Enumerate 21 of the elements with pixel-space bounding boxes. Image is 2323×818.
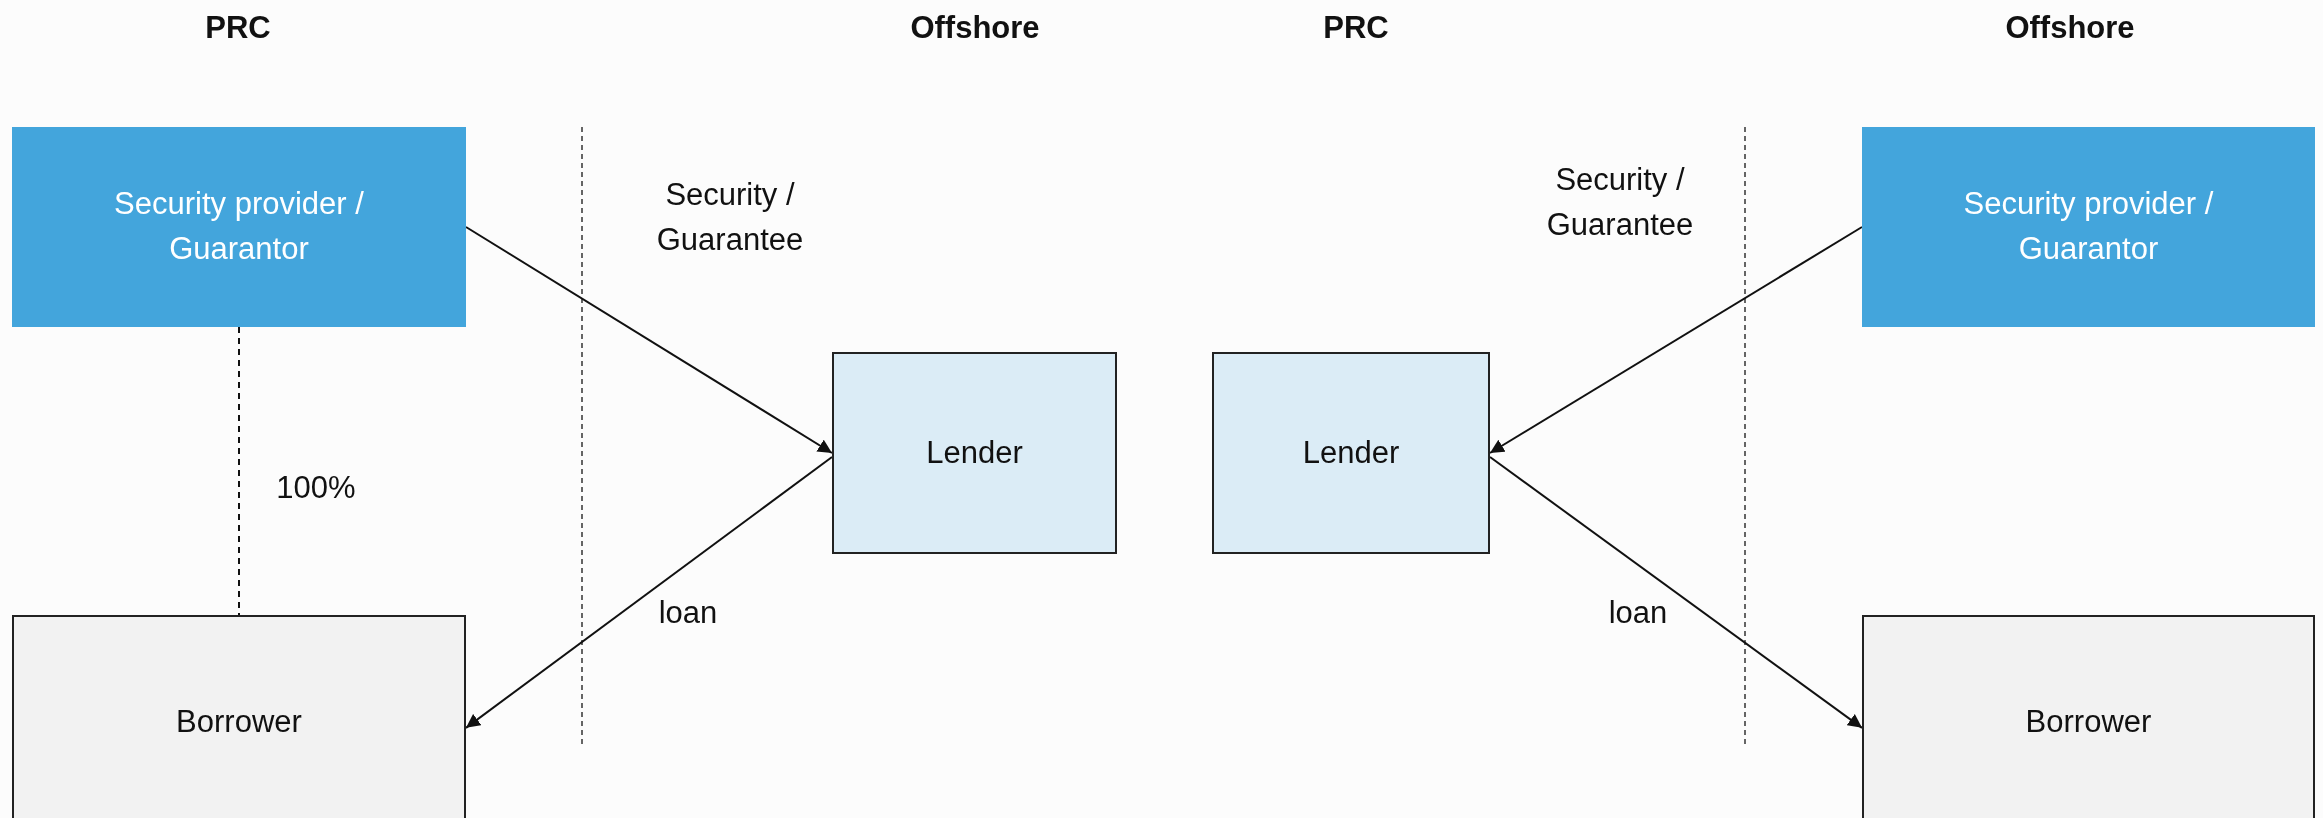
arrow [1489, 226, 1863, 454]
arrow [465, 456, 833, 729]
borrower-box [1862, 615, 2315, 818]
borrower-box [12, 615, 466, 818]
guarantor-box [1862, 127, 2315, 327]
region-heading: Offshore [910, 10, 1040, 46]
lender-box [832, 352, 1117, 554]
node-text: Lender [1301, 433, 1401, 472]
arrow [1489, 456, 1863, 729]
arrow [465, 226, 833, 454]
node-text: Borrower [175, 703, 303, 742]
region-heading: PRC [1323, 10, 1389, 46]
region-heading: Offshore [2005, 10, 2135, 46]
lender-box [1212, 352, 1490, 554]
node-text: Security provider / Guarantor [1962, 185, 2215, 268]
node-text: Borrower [2024, 703, 2153, 742]
node-text: Lender [925, 433, 1024, 472]
guarantor-box [12, 127, 466, 327]
node-text: Security provider / Guarantor [113, 185, 365, 268]
dashed-line [238, 326, 240, 616]
region-heading: PRC [205, 10, 271, 46]
